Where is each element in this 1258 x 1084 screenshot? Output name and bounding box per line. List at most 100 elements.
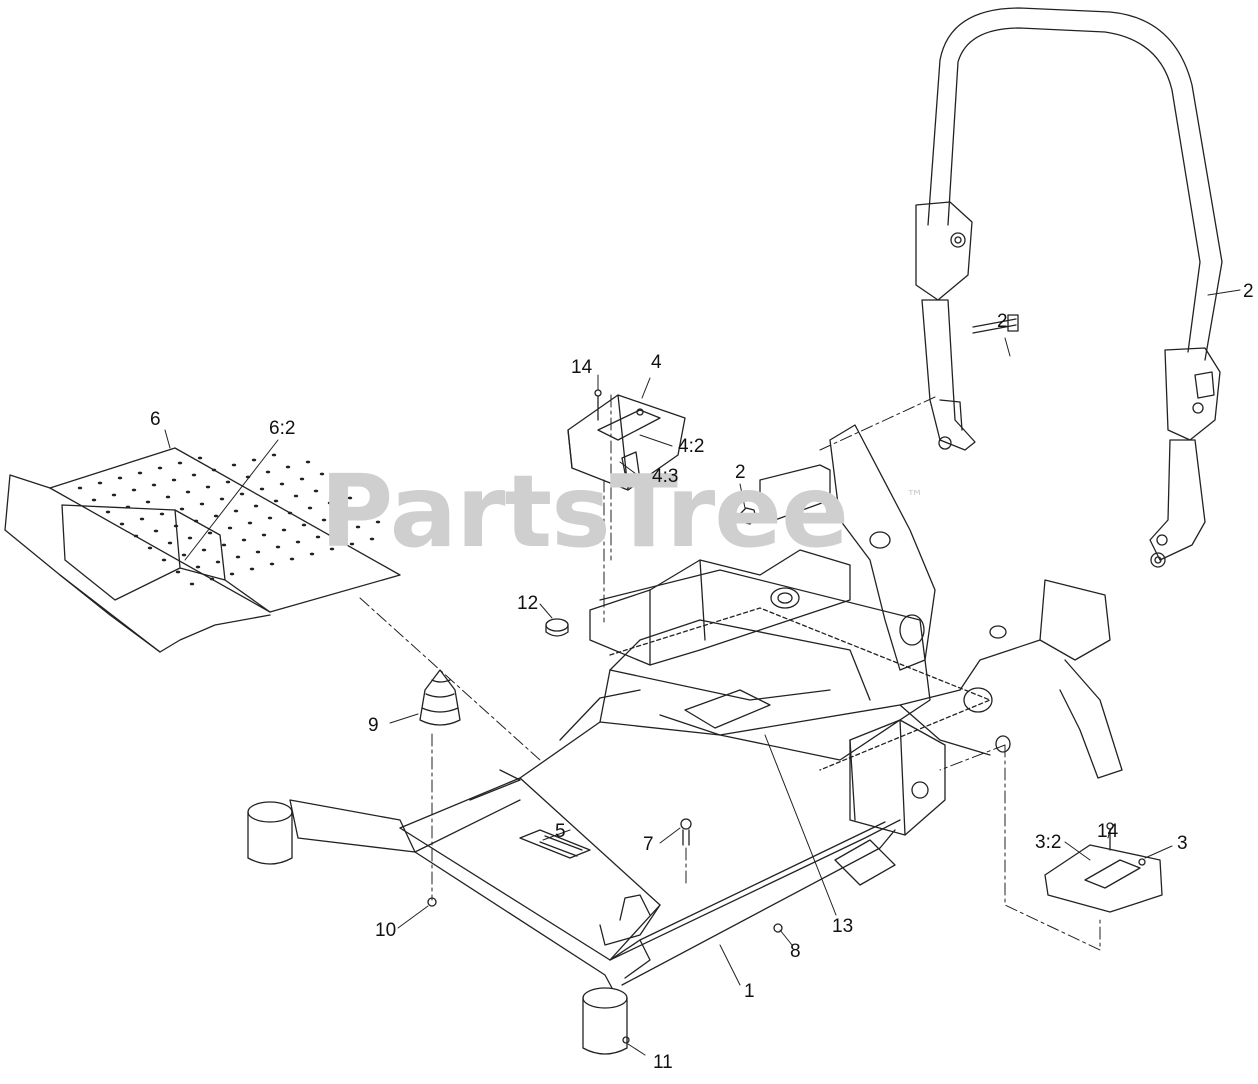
perforation-hole — [265, 470, 271, 474]
perforation-hole — [281, 528, 287, 532]
perforation-hole — [179, 507, 185, 511]
nut — [739, 507, 757, 525]
perforation-hole — [247, 521, 253, 525]
perforation-hole — [195, 565, 201, 569]
perforation-hole — [219, 497, 225, 501]
callout-6: 6 — [150, 409, 161, 430]
perforation-hole — [251, 458, 257, 462]
perforation-hole — [189, 582, 195, 586]
perforation-hole — [271, 453, 277, 457]
perforation-hole — [147, 546, 153, 550]
perforation-hole — [175, 570, 181, 574]
foot-plate — [4, 447, 401, 653]
perforation-hole — [293, 494, 299, 498]
perforation-hole — [157, 466, 163, 470]
perforation-hole — [289, 557, 295, 561]
callout-2-rollbar: 2 — [1243, 281, 1254, 302]
perforation-hole — [91, 498, 97, 502]
perforation-hole — [253, 504, 259, 508]
perforation-hole — [181, 553, 187, 557]
perforation-hole — [159, 512, 165, 516]
perforation-hole — [167, 541, 173, 545]
perforation-hole — [255, 550, 261, 554]
perforation-hole — [341, 513, 347, 517]
perforation-hole — [361, 508, 367, 512]
perforation-hole — [259, 487, 265, 491]
perforation-hole — [327, 501, 333, 505]
callout-10: 10 — [375, 920, 397, 941]
perforation-hole — [193, 519, 199, 523]
perforation-hole — [111, 493, 117, 497]
perforation-hole — [197, 456, 203, 460]
perforation-hole — [191, 473, 197, 477]
perforation-hole — [267, 516, 273, 520]
perforation-hole — [299, 477, 305, 481]
callout-2-bolt: 2 — [997, 311, 1008, 332]
perforation-hole — [137, 471, 143, 475]
perforation-hole — [131, 488, 137, 492]
callout-13: 13 — [832, 916, 854, 937]
perforation-hole — [231, 463, 237, 467]
perforation-hole — [241, 538, 247, 542]
callout-11: 11 — [653, 1052, 673, 1073]
perforation-hole — [207, 531, 213, 535]
perforation-hole — [205, 485, 211, 489]
callout-5: 5 — [555, 821, 566, 842]
perforation-hole — [301, 523, 307, 527]
perforation-hole — [295, 540, 301, 544]
callout-2-nut: 2 — [735, 462, 746, 483]
perforation-hole — [305, 460, 311, 464]
perforation-hole — [225, 480, 231, 484]
callout-8: 8 — [790, 941, 801, 962]
bolt-head — [1007, 314, 1019, 332]
perforation-hole — [209, 577, 215, 581]
perforation-hole — [321, 518, 327, 522]
perforation-hole — [229, 572, 235, 576]
perforation-hole — [275, 545, 281, 549]
perforation-hole — [153, 529, 159, 533]
perforation-hole — [309, 552, 315, 556]
callout-14-top: 14 — [571, 357, 593, 378]
perforation-hole — [313, 489, 319, 493]
perforation-hole — [227, 526, 233, 530]
perforation-hole — [249, 567, 255, 571]
watermark: PartsTree — [320, 453, 849, 570]
perforation-hole — [287, 511, 293, 515]
perforation-hole — [165, 495, 171, 499]
perforation-hole — [125, 505, 131, 509]
perforation-hole — [269, 562, 275, 566]
assembly-lines — [359, 394, 1101, 951]
callout-9: 9 — [368, 715, 379, 736]
callout-4-2: 4:2 — [678, 436, 705, 457]
perforation-hole — [273, 499, 279, 503]
perforation-hole — [329, 547, 335, 551]
perforation-hole — [335, 530, 341, 534]
perforation-hole — [151, 483, 157, 487]
roll-bar — [915, 7, 1223, 568]
perforation-hole — [199, 502, 205, 506]
perforation-hole — [215, 560, 221, 564]
perforation-hole — [285, 465, 291, 469]
perforation-hole — [211, 468, 217, 472]
perforation-hole — [355, 525, 361, 529]
perforation-hole — [187, 536, 193, 540]
perforation-hole — [139, 517, 145, 521]
callout-1: 1 — [744, 981, 755, 1002]
side-cover — [1044, 822, 1163, 913]
perforation-hole — [235, 555, 241, 559]
callout-12: 12 — [517, 593, 539, 614]
perforation-hole — [319, 472, 325, 476]
callout-4: 4 — [651, 352, 662, 373]
callout-3: 3 — [1177, 833, 1188, 854]
bolt — [972, 318, 1017, 334]
perforation-hole — [173, 524, 179, 528]
perforation-hole — [77, 486, 83, 490]
perforation-hole — [161, 558, 167, 562]
perforation-hole — [369, 537, 375, 541]
callout-14-right: 14 — [1097, 821, 1119, 842]
perforation-hole — [213, 514, 219, 518]
perforation-hole — [375, 520, 381, 524]
perforation-hole — [333, 484, 339, 488]
perforation-hole — [177, 461, 183, 465]
